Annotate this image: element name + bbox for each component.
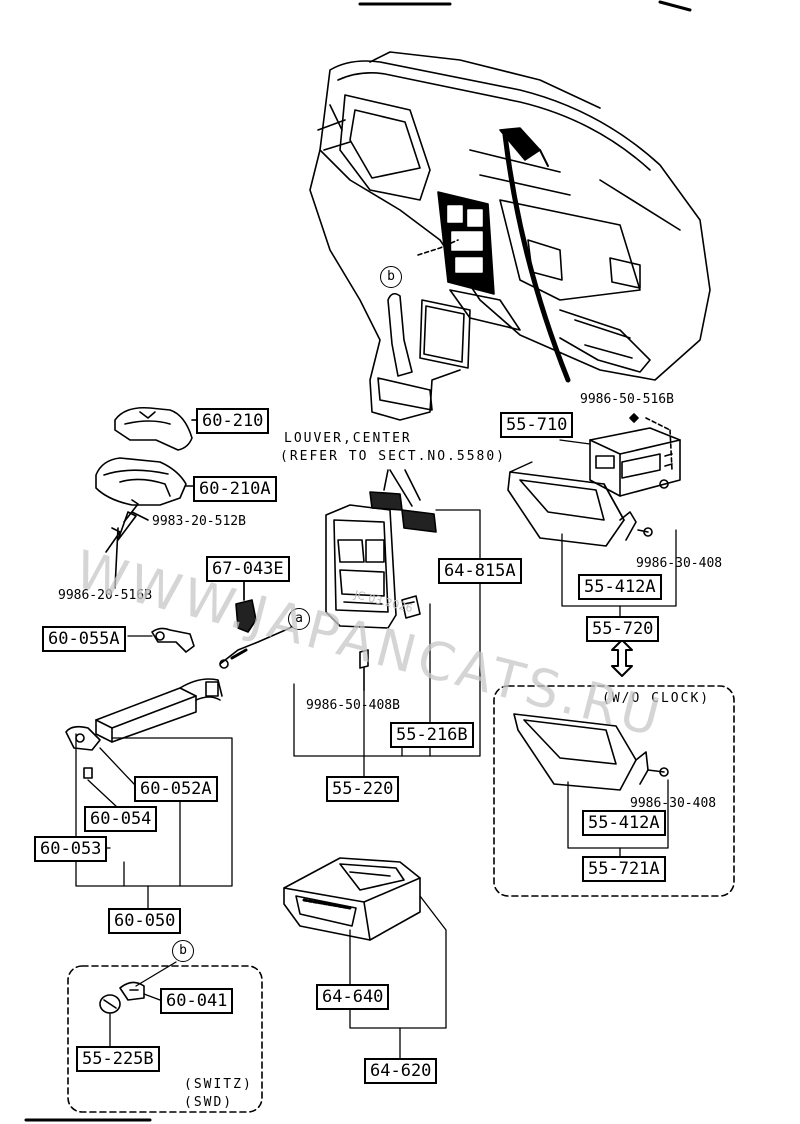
switch-cable (219, 627, 291, 669)
clock-55-710 (589, 413, 681, 497)
part-box-60-210[interactable]: 60-210 (196, 408, 270, 434)
bolt-label-9986-50-408B: 9986-50-408B (306, 698, 400, 713)
exchange-arrow (611, 639, 633, 677)
part-box-55-710[interactable]: 55-710 (500, 412, 574, 438)
callout-b-lamp: b (172, 940, 194, 962)
bolt-label-9986-30-408-top: 9986-30-408 (636, 556, 723, 571)
part-box-55-720[interactable]: 55-720 (586, 616, 660, 642)
part-box-55-220[interactable]: 55-220 (326, 776, 400, 802)
part-box-60-052A[interactable]: 60-052A (134, 776, 218, 802)
part-box-60-210A[interactable]: 60-210A (193, 476, 277, 502)
part-box-60-055A[interactable]: 60-055A (42, 626, 126, 652)
page-top-fragments (358, 0, 692, 12)
part-box-67-043E[interactable]: 67-043E (206, 556, 290, 582)
bracket-60-055A (151, 627, 195, 653)
bulb-60-041 (119, 981, 145, 1001)
part-box-64-620[interactable]: 64-620 (364, 1058, 438, 1084)
part-box-55-412A-bottom[interactable]: 55-412A (582, 810, 666, 836)
louver-note-line1: LOUVER,CENTER (284, 431, 412, 446)
clip-55-216B (401, 595, 421, 619)
option-box-switz-swd (67, 965, 263, 1113)
column-cover-lower (95, 457, 194, 506)
part-box-64-640[interactable]: 64-640 (316, 984, 390, 1010)
part-box-55-721A[interactable]: 55-721A (582, 856, 666, 882)
switch-assembly-60-050 (65, 678, 223, 779)
louvers (369, 469, 437, 533)
part-box-55-225B[interactable]: 55-225B (76, 1046, 160, 1072)
swd-note: (SWD) (184, 1095, 234, 1110)
screw-9986-50-408B (359, 649, 369, 691)
center-panel-55-220 (325, 504, 397, 629)
part-box-55-216B[interactable]: 55-216B (390, 722, 474, 748)
column-cover-upper (114, 406, 197, 451)
ashtray-64-620 (283, 857, 421, 941)
part-box-55-412A-top[interactable]: 55-412A (578, 574, 662, 600)
part-box-60-050[interactable]: 60-050 (108, 908, 182, 934)
without-clock-note: (W/O CLOCK) (602, 691, 711, 706)
part-box-60-054[interactable]: 60-054 (84, 806, 158, 832)
dashboard-illustration (309, 51, 711, 421)
bolt-label-9986-30-408-bottom: 9986-30-408 (630, 796, 717, 811)
bolt-label-9986-50-516B: 9986-50-516B (580, 392, 674, 407)
option-box-wo-clock (493, 685, 735, 897)
switz-note: (SWITZ) (184, 1077, 253, 1092)
pocket-55-412A-bottom (513, 713, 669, 791)
part-box-60-053[interactable]: 60-053 (34, 836, 108, 862)
knob-55-225B (99, 994, 121, 1014)
bolt-label-9983-20-512B: 9983-20-512B (152, 514, 246, 529)
bolt-label-9986-20-516B: 9986-20-516B (58, 588, 152, 603)
louver-note-line2: (REFER TO SECT.NO.5580) (280, 449, 507, 464)
callout-b-dashboard: b (380, 266, 402, 288)
part-box-60-041[interactable]: 60-041 (160, 988, 234, 1014)
part-box-64-815A[interactable]: 64-815A (438, 558, 522, 584)
pocket-55-412A-top (507, 471, 653, 547)
callout-a: a (288, 608, 310, 630)
cover-screws (105, 499, 149, 589)
